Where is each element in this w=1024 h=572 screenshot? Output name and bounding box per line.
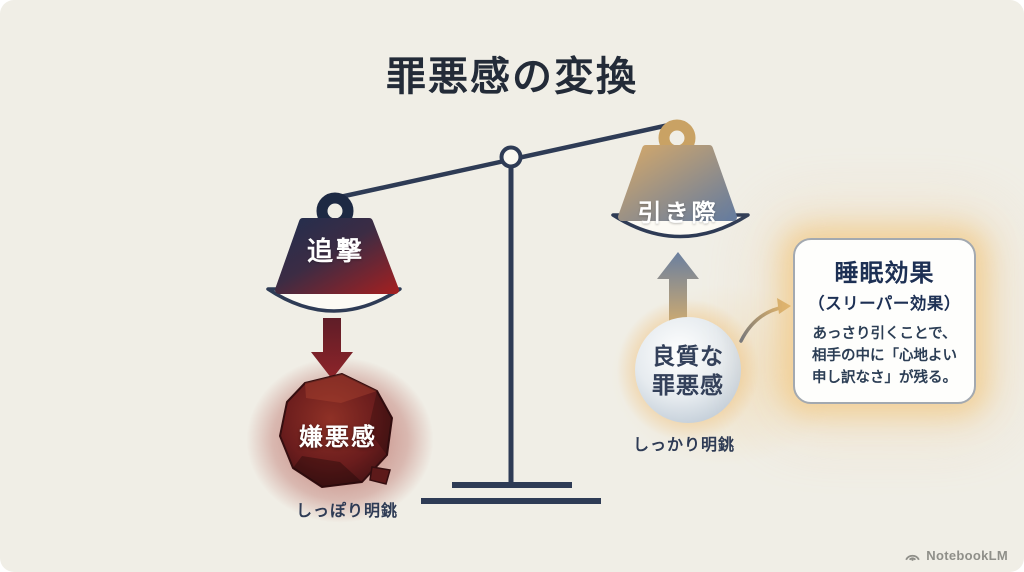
rock-label: 嫌悪感 <box>299 424 377 451</box>
left-weight <box>275 192 399 294</box>
left-caption: しっぽり明銚 <box>295 503 398 520</box>
orb-label-line2: 罪悪感 <box>652 372 724 398</box>
scale-pivot <box>499 145 523 169</box>
right-weight-label: 引き際 <box>637 200 719 227</box>
left-weight-label: 追撃 <box>306 236 365 266</box>
footer-brand-text: NotebookLM <box>926 548 1008 563</box>
orb-shape <box>635 317 741 423</box>
callout-body-line2: 相手の中に「心地よい <box>812 348 957 364</box>
scale-stand <box>421 166 601 504</box>
callout-body-line3: 申し訳なさ」が残る。 <box>812 370 957 386</box>
page-title: 罪悪感の変換 <box>386 55 638 99</box>
down-arrow-icon <box>311 318 353 379</box>
rock-shape <box>279 373 393 488</box>
callout-body: あっさり引くことで、 相手の中に「心地よい 申し訳なさ」が残る。 <box>795 323 974 389</box>
up-arrow-icon <box>657 252 699 330</box>
orb-label: 良質な 罪悪感 <box>612 342 764 400</box>
right-weight <box>618 119 737 221</box>
curved-arrow-icon <box>739 298 791 343</box>
callout-subtitle: （スリーパー効果） <box>808 295 961 313</box>
right-caption: しっかり明銚 <box>632 437 735 454</box>
sleeper-effect-callout: 睡眠効果 （スリーパー効果） あっさり引くことで、 相手の中に「心地よい 申し訳… <box>793 238 976 404</box>
callout-body-line1: あっさり引くことで、 <box>812 326 957 342</box>
notebooklm-logo-icon <box>905 554 920 561</box>
callout-title: 睡眠効果 <box>834 260 935 287</box>
orb-label-line1: 良質な <box>652 343 724 369</box>
footer-brand: NotebookLM <box>904 548 1008 563</box>
